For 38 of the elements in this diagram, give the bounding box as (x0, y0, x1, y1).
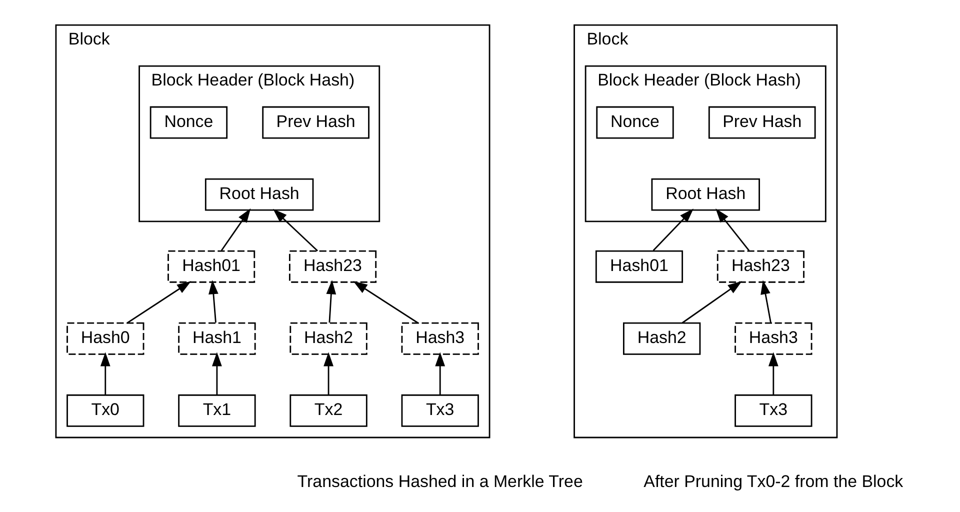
arrow (716, 208, 750, 251)
node-box: Hash1 (178, 322, 256, 355)
node-box: Hash3 (734, 322, 812, 355)
arrow (652, 208, 694, 251)
node-box: Root Hash (204, 178, 314, 211)
node-label: After Pruning Tx0-2 from the Block (644, 472, 904, 492)
arrow (272, 208, 318, 252)
node-box: Tx3 (734, 394, 812, 427)
node-box: Prev Hash (708, 106, 816, 139)
node-box: Hash01 (595, 250, 684, 283)
node-box: Nonce (150, 106, 228, 139)
node-box: Hash2 (623, 322, 701, 355)
node-box: Hash3 (401, 322, 479, 355)
node-box: Hash23 (288, 250, 377, 283)
node-box: Hash23 (716, 250, 804, 283)
node-box: Nonce (596, 106, 674, 139)
node-box: Hash0 (66, 322, 144, 355)
node-box: Hash2 (290, 322, 368, 355)
arrow (324, 352, 334, 395)
node-box: Hash01 (168, 250, 256, 283)
arrow (126, 281, 192, 324)
node-box: Tx3 (401, 394, 479, 427)
arrow (760, 280, 772, 323)
arrow (682, 281, 742, 324)
arrow (100, 352, 110, 395)
arrow (208, 280, 218, 323)
node-box: Tx0 (66, 394, 144, 427)
node-box: Prev Hash (262, 106, 370, 139)
arrow (435, 352, 446, 395)
arrow (768, 352, 778, 395)
node-box: Tx1 (178, 394, 256, 427)
arrow (212, 352, 222, 395)
arrow (326, 280, 336, 323)
node-label: Transactions Hashed in a Merkle Tree (297, 472, 583, 492)
arrow (353, 281, 418, 324)
node-box: Tx2 (290, 394, 368, 427)
arrow (220, 208, 251, 251)
node-box: Root Hash (651, 178, 760, 211)
